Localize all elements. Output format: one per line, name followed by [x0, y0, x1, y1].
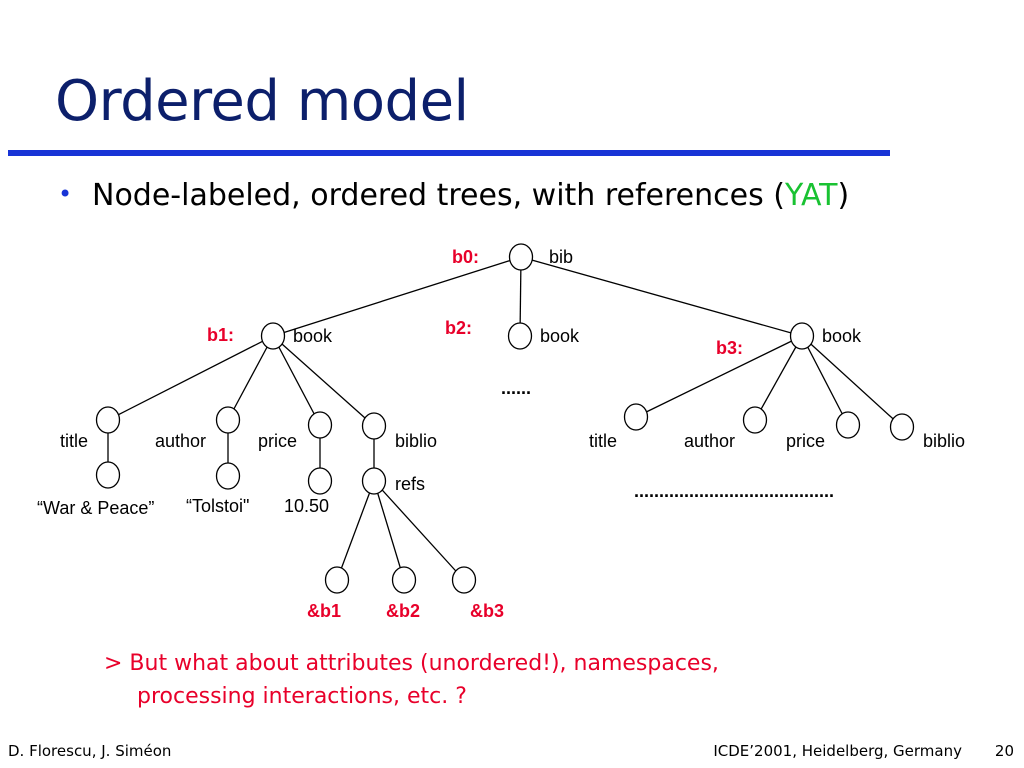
node-b3-biblio — [889, 413, 915, 441]
edge-b3-author — [754, 335, 803, 421]
label-b3-title: title — [589, 431, 617, 451]
label-b1-price: price — [258, 431, 297, 451]
label-b3-author: author — [684, 431, 735, 451]
bullet-text-end: ) — [837, 178, 850, 213]
label-b1-author: author — [155, 431, 206, 451]
ref-amp-b1: &b1 — [307, 601, 341, 621]
yat-highlight: YAT — [784, 178, 838, 213]
value-price: 10.50 — [284, 496, 329, 516]
label-b1-biblio: biblio — [395, 431, 437, 451]
edge-b1-price — [272, 335, 321, 426]
node-ref2 — [391, 566, 417, 594]
label-bib: bib — [549, 247, 573, 267]
node-b1 — [260, 322, 286, 350]
edge-refs-ref2 — [373, 480, 405, 581]
edge-refs-ref3 — [373, 480, 465, 581]
label-b3-book: book — [822, 326, 862, 346]
node-b1-title — [95, 406, 121, 434]
edge-root-b1 — [272, 256, 522, 337]
label-b2-book: book — [540, 326, 580, 346]
ref-amp-b3: &b3 — [470, 601, 504, 621]
node-b2 — [507, 322, 533, 350]
b3-ellipsis: ........................................ — [634, 481, 834, 501]
node-b3-title — [623, 403, 649, 431]
ref-amp-b2: &b2 — [386, 601, 420, 621]
node-b3-price — [835, 411, 861, 439]
label-refs: refs — [395, 474, 425, 494]
node-b1-price — [307, 411, 333, 439]
note-line-2: processing interactions, etc. ? — [137, 684, 467, 709]
footer-authors: D. Florescu, J. Siméon — [8, 742, 172, 760]
title-underline — [8, 150, 890, 156]
page-number: 20 — [994, 742, 1014, 760]
node-ref3 — [451, 566, 477, 594]
node-b3 — [789, 322, 815, 350]
note-line-1: > But what about attributes (unordered!)… — [104, 651, 719, 676]
node-author-value — [215, 462, 241, 490]
edge-b3-biblio — [801, 335, 903, 428]
node-refs — [361, 467, 387, 495]
ref-b0-label: b0: — [452, 247, 479, 267]
slide-title: Ordered model — [55, 69, 469, 134]
label-b1-title: title — [60, 431, 88, 451]
node-title-value — [95, 461, 121, 489]
node-price-value — [307, 467, 333, 495]
node-ref1 — [324, 566, 350, 594]
ref-b2-label: b2: — [445, 318, 472, 338]
node-b1-author — [215, 406, 241, 434]
node-b0 — [508, 243, 534, 271]
label-b3-biblio: biblio — [923, 431, 965, 451]
edge-b3-price — [801, 335, 849, 426]
edge-b1-biblio — [272, 335, 375, 427]
bullet-text: Node-labeled, ordered trees, with refere… — [92, 178, 849, 213]
label-b3-price: price — [786, 431, 825, 451]
node-b3-author — [742, 406, 768, 434]
value-author: “Tolstoi" — [186, 496, 249, 516]
note-text: > But what about attributes (unordered!)… — [104, 647, 719, 713]
bullet-text-start: Node-labeled, ordered trees, with refere… — [92, 178, 785, 213]
edge-refs-ref1 — [336, 480, 375, 581]
tree-nodes — [95, 243, 915, 594]
value-title: “War & Peace” — [37, 498, 154, 518]
edge-b1-title — [107, 335, 274, 421]
edge-b3-title — [635, 335, 803, 418]
ref-b3-label: b3: — [716, 338, 743, 358]
b2-ellipsis: ...... — [501, 378, 531, 398]
label-b1-book: book — [293, 326, 333, 346]
bullet-marker: • — [58, 180, 73, 208]
edge-root-b3 — [520, 256, 803, 337]
footer-venue: ICDE’2001, Heidelberg, Germany — [713, 742, 962, 760]
ref-b1-label: b1: — [207, 325, 234, 345]
node-b1-biblio — [361, 412, 387, 440]
edge-b1-author — [227, 335, 274, 421]
